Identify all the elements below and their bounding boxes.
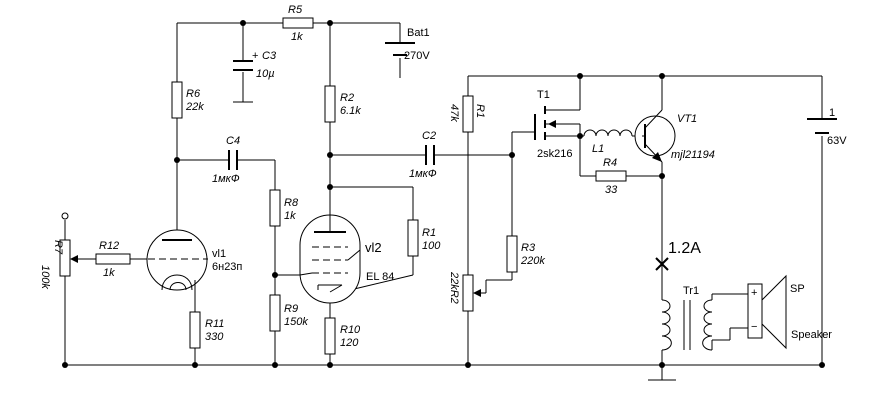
resistor-r5: R5 1k (282, 4, 314, 43)
resistor-r1-bias: R1 47k (448, 95, 486, 133)
resistor-r6: R6 22k (171, 81, 204, 119)
capacitor-c2: C2 1мкФ (409, 130, 437, 180)
r2-name: R2 (340, 92, 354, 104)
r2-bias-name: 22kR2 (448, 271, 460, 304)
r2-value: 6.1k (340, 105, 361, 117)
r6-name: R6 (186, 88, 201, 100)
resistor-r8: R8 1k (269, 189, 299, 227)
speaker-name: SP (790, 283, 805, 295)
junction-dots (62, 20, 825, 368)
resistor-r11: R11 330 (189, 311, 224, 349)
c2-name: C2 (422, 130, 436, 142)
tube-vl1: vl1 6н23п (146, 229, 242, 291)
inductor-l1: L1 (583, 129, 633, 155)
c3-plus: + (252, 50, 258, 62)
r10-value: 120 (340, 337, 359, 349)
speaker-label: Speaker (791, 329, 832, 341)
r11-value: 330 (205, 331, 224, 343)
speaker-sp: + − SP Speaker (747, 274, 832, 350)
r1-bias-name: R1 (474, 104, 486, 118)
r7-name: R7 (52, 240, 64, 255)
potentiometer-r2: 22kR2 (448, 271, 481, 312)
r10-name: R10 (340, 324, 361, 336)
r1-screen-name: R1 (422, 227, 436, 239)
r11-name: R11 (205, 318, 224, 330)
r6-value: 22k (185, 101, 204, 113)
r7-value: 100k (39, 265, 51, 289)
resistor-r10: R10 120 (324, 317, 361, 355)
bat2-name: 1 (829, 107, 835, 119)
current-label: 1.2A (668, 240, 701, 257)
r3-value: 220k (520, 255, 545, 267)
r5-value: 1k (291, 31, 303, 43)
r9-name: R9 (284, 303, 298, 315)
transistor-vt1: VT1 mjl21194 (634, 109, 715, 163)
resistor-r3: R3 220k (506, 235, 545, 273)
speaker-plus: + (751, 287, 757, 299)
r8-name: R8 (284, 197, 299, 209)
r5-name: R5 (288, 4, 303, 16)
vt1-type: mjl21194 (671, 149, 715, 161)
resistor-r2: R2 6.1k (324, 85, 361, 123)
c2-value: 1мкФ (409, 168, 437, 180)
resistor-r4: R4 33 (595, 157, 627, 196)
t1-name: T1 (537, 89, 550, 101)
r12-name: R12 (99, 240, 119, 252)
c4-value: 1мкФ (212, 173, 240, 185)
battery-63v: 1 63V (807, 107, 847, 147)
current-marker: 1.2A (655, 240, 701, 271)
potentiometer-r7: R7 100k (39, 212, 78, 289)
speaker-minus: − (751, 321, 757, 333)
vl2-type: EL 84 (366, 271, 394, 283)
transformer-tr1: Tr1 (661, 285, 713, 351)
capacitor-c3: + C3 10µ (233, 50, 277, 80)
tr1-name: Tr1 (683, 285, 699, 297)
battery-bat1: Bat1 270V (385, 27, 430, 62)
resistor-r9: R9 150k (269, 294, 308, 332)
vl1-name: vl1 (212, 248, 226, 260)
c3-name: C3 (262, 50, 277, 62)
vl1-type: 6н23п (212, 261, 242, 273)
bat2-value: 63V (827, 135, 847, 147)
r1-bias-value: 47k (448, 104, 460, 122)
r12-value: 1k (103, 267, 115, 279)
l1-name: L1 (592, 143, 604, 155)
vt1-name: VT1 (677, 113, 697, 125)
r9-value: 150k (284, 316, 308, 328)
r4-value: 33 (605, 184, 618, 196)
bat1-name: Bat1 (407, 27, 430, 39)
resistor-r12: R12 1k (95, 240, 131, 279)
mosfet-t1: T1 2sk216 (534, 89, 572, 160)
r1-screen-value: 100 (422, 240, 441, 252)
wires (64, 22, 823, 381)
r3-name: R3 (521, 242, 536, 254)
r4-name: R4 (603, 157, 617, 169)
c4-name: C4 (226, 135, 240, 147)
t1-type: 2sk216 (537, 148, 572, 160)
capacitor-c4: C4 1мкФ (212, 135, 240, 185)
resistor-r1-screen: R1 100 (407, 219, 441, 257)
bat1-value: 270V (404, 50, 430, 62)
r8-value: 1k (284, 210, 296, 222)
vl2-name: vl2 (365, 240, 382, 255)
tube-vl2: vl2 EL 84 (299, 214, 394, 304)
c3-value: 10µ (256, 68, 275, 80)
